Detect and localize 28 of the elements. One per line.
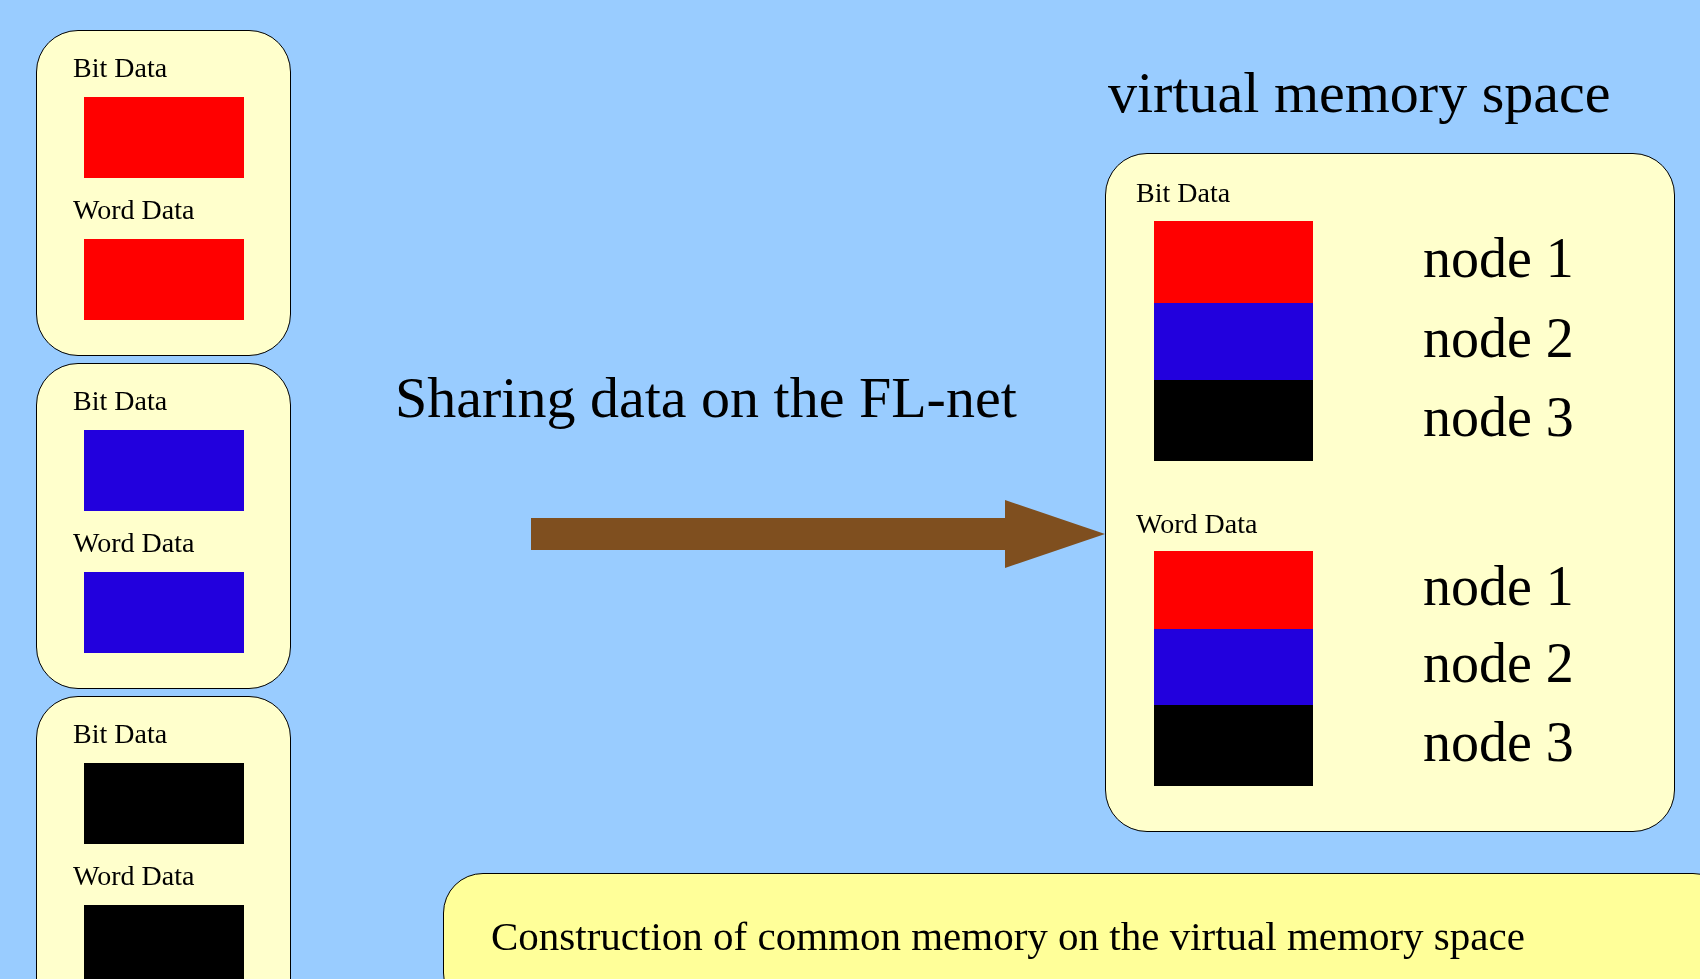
node-label: node 3 [1423,386,1574,449]
section-label: Word Data [73,528,195,559]
edge-label: Sharing data on the FL-net [395,366,1017,430]
data-block [84,430,244,511]
node-label: node 2 [1423,307,1574,370]
data-block [84,763,244,844]
block-arrow [531,500,1105,568]
node-label: node 1 [1423,556,1574,618]
node-label: node 1 [1423,228,1574,290]
section-label: Bit Data [1136,178,1231,209]
heading: virtual memory space [1108,61,1611,125]
caption-banner [443,873,1700,979]
section-label: Bit Data [73,53,168,84]
section-label: Bit Data [73,386,168,417]
section-label: Word Data [73,861,195,892]
memory-card [36,696,291,979]
section-label: Bit Data [73,719,168,750]
node-label: node 3 [1423,711,1574,774]
section-label: Word Data [73,195,195,226]
memory-card [36,363,291,689]
section-label: Word Data [1136,509,1258,540]
data-block [84,572,244,653]
node-label: node 2 [1423,633,1574,695]
caption-text: Construction of common memory on the virtual memory space [491,914,1525,960]
data-block [84,905,244,979]
data-block [84,97,244,178]
data-block [84,239,244,320]
memory-card [36,30,291,356]
